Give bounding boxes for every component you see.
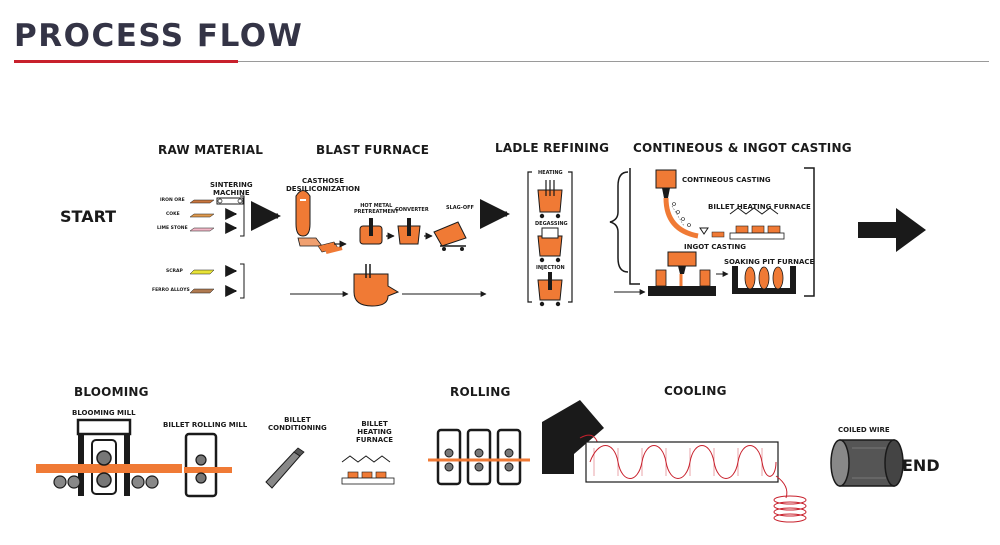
- stage-cooling: COOLING: [664, 384, 727, 398]
- blast-furnace-graphics: [290, 190, 510, 307]
- ladle-step-degassing: DEGASSING: [535, 221, 568, 227]
- continuous-casting-label: CONTINEOUS CASTING: [682, 176, 771, 184]
- coiled-wire-label: COILED WIRE: [838, 426, 890, 434]
- casthose-label: CASTHOSE DESILICONIZATION: [286, 177, 360, 193]
- page-title: PROCESS FLOW: [14, 18, 304, 54]
- casting-graphics: [609, 167, 926, 297]
- ladle-step-heating: HEATING: [538, 170, 563, 176]
- cooling-graphics: [542, 400, 904, 523]
- stage-rolling: ROLLING: [450, 385, 511, 399]
- billet-heating-furnace-2-label: BILLET HEATING FURNACE: [356, 420, 394, 444]
- input-lime-stone: LIME STONE: [157, 226, 188, 231]
- slag-off-label: SLAG-OFF: [446, 205, 474, 211]
- stage-blooming: BLOOMING: [74, 385, 149, 399]
- header-divider: [14, 61, 989, 62]
- input-coke: COKE: [166, 212, 180, 217]
- pretreatment-label: HOT METAL PRETREATMENT: [354, 203, 399, 215]
- billet-rolling-mill-label: BILLET ROLLING MILL: [163, 421, 248, 429]
- billet-heating-furnace-label: BILLET HEATING FURNACE: [708, 203, 811, 211]
- start-label: START: [60, 207, 117, 226]
- stage-casting: CONTINEOUS & INGOT CASTING: [633, 141, 852, 155]
- billet-conditioning-label: BILLET CONDITIONING: [268, 416, 327, 432]
- converter-label: CONVERTER: [395, 207, 429, 213]
- input-iron-ore: IRON ORE: [160, 198, 185, 203]
- input-ferro-alloys: FERRO ALLOYS: [152, 288, 190, 293]
- blooming-graphics: [36, 418, 395, 498]
- ladle-step-injection: INJECTION: [536, 265, 565, 271]
- soaking-pit-furnace-label: SOAKING PIT FURNACE: [724, 258, 815, 266]
- blooming-mill-label: BLOOMING MILL: [72, 409, 136, 417]
- end-label: END: [902, 456, 940, 475]
- raw-material-graphics: [189, 195, 281, 299]
- sintering-machine-label: SINTERING MACHINE: [210, 181, 253, 197]
- input-scrap: SCRAP: [166, 269, 183, 274]
- rolling-graphics: [428, 428, 530, 486]
- header-accent-bar: [14, 60, 238, 63]
- ingot-casting-label: INGOT CASTING: [684, 243, 746, 251]
- stage-ladle-refining: LADLE REFINING: [495, 141, 610, 155]
- ladle-refining-graphics: [527, 171, 573, 307]
- stage-raw-material: RAW MATERIAL: [158, 143, 264, 157]
- stage-blast-furnace: BLAST FURNACE: [316, 143, 430, 157]
